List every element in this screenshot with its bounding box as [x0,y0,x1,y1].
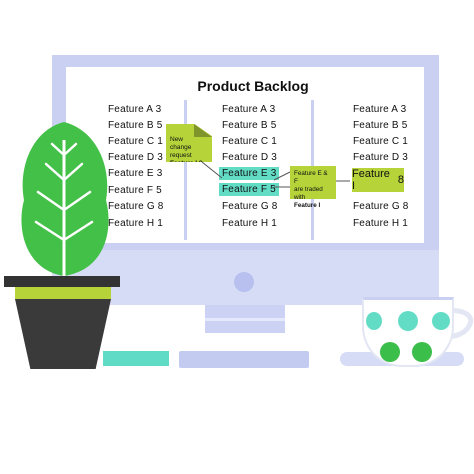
power-button-icon [234,272,254,292]
list-item: Feature B 5 [353,120,408,131]
arrow-line [273,171,291,181]
feature-i-box: Feature I 8 [352,168,404,192]
pot-rim [4,276,120,287]
list-item: Feature A 3 [222,104,276,115]
monitor-stand [179,351,309,368]
list-item: Feature H 1 [108,218,164,229]
desk-block [103,351,169,366]
cup-dot [432,312,450,330]
arrow-line [201,161,223,179]
list-item: Feature H 1 [222,218,278,229]
note-line: Feature E & F [294,170,328,185]
coffee-cup-icon [362,297,454,367]
list-item-highlighted: Feature E 3 [219,167,280,180]
list-item: Feature C 1 [222,136,278,147]
list-item: Feature D 3 [222,152,278,163]
note-line: Feature I 8 [170,160,208,162]
column-divider [184,100,187,240]
monitor-neck-line [205,318,285,321]
list-item: Feature C 1 [353,136,409,147]
plant-icon [21,122,109,276]
plant-pot [15,299,111,369]
list-item: Feature C 1 [108,136,164,147]
list-item: Feature E 3 [108,168,163,179]
page-title: Product Backlog [197,78,309,94]
cup-dot [398,311,418,331]
note-line: Feature I [294,202,321,209]
list-item: Feature B 5 [222,120,277,131]
arrows [201,161,350,188]
feature-i-value: 8 [397,174,405,186]
list-item: Feature D 3 [108,152,164,163]
list-item: Feature G 8 [353,201,409,212]
plant-veins [34,142,94,242]
feature-i-label: Feature I [351,168,390,192]
list-item-highlighted: Feature F 5 [219,183,279,196]
monitor-screen [66,67,424,243]
list-item: Feature G 8 [222,201,278,212]
note-line: change request [170,144,192,159]
list-item: Feature H 1 [353,218,409,229]
list-item: Feature B 5 [108,120,163,131]
list-item: Feature G 8 [108,201,164,212]
cup-dot [380,342,400,362]
pot-band [15,287,111,299]
cup-dot [412,342,432,362]
list-item: Feature F 5 [108,185,162,196]
note-line: New [170,136,184,143]
trade-note: Feature E & F are traded with Feature I [290,166,336,209]
list-item: Feature D 3 [353,152,409,163]
list-item: Feature A 3 [353,104,407,115]
note-line: are traded with [294,186,323,201]
cup-dot [366,312,382,330]
list-item: Feature A 3 [108,104,162,115]
